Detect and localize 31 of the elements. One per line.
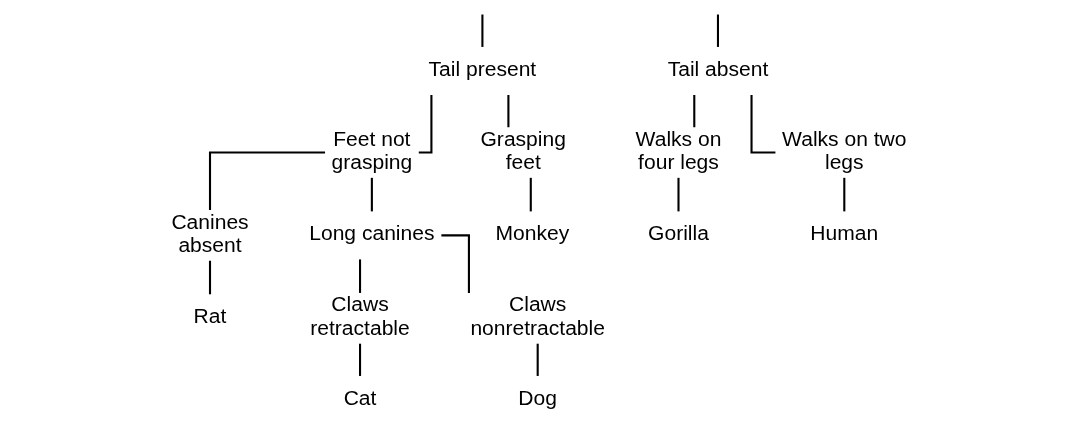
connector — [358, 343, 361, 376]
node-text: Grasping feet — [480, 126, 566, 174]
node-text: Walks on two legs — [781, 126, 906, 174]
node-text: Human — [809, 221, 878, 245]
node-text: Monkey — [495, 221, 569, 245]
node-text: Cat — [343, 385, 376, 409]
connector — [842, 177, 845, 212]
node-text: Canines absent — [170, 209, 249, 257]
node-text: Feet not grasping — [331, 126, 412, 174]
node-text: Gorilla — [647, 221, 709, 245]
connector — [536, 343, 539, 376]
connector — [208, 151, 325, 211]
connector — [370, 177, 373, 212]
node-text: Rat — [193, 304, 226, 328]
connector — [358, 259, 361, 293]
node-text: Claws retractable — [309, 292, 410, 340]
connector — [676, 177, 680, 212]
connector — [440, 234, 470, 293]
connector — [480, 14, 483, 47]
connector — [749, 94, 775, 154]
connector — [506, 94, 509, 128]
node-text: Dog — [517, 385, 557, 409]
node-text: Tail present — [428, 56, 536, 80]
connector — [716, 14, 719, 47]
node-text: Walks on four legs — [635, 126, 721, 174]
connector — [529, 177, 532, 212]
connector — [208, 260, 211, 295]
connector — [692, 94, 695, 128]
node-text: Tail absent — [667, 56, 768, 80]
node-text: Claws nonretractable — [469, 292, 605, 340]
node-text: Long canines — [308, 221, 434, 245]
